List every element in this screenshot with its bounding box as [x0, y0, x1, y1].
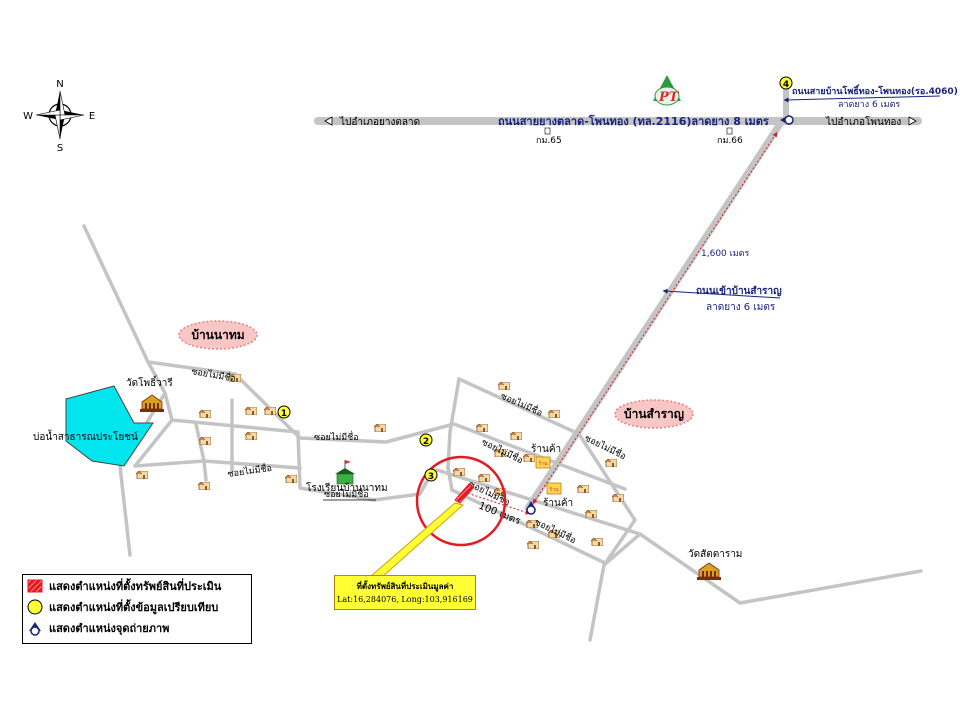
yellow-circle-icon: [27, 599, 43, 614]
legend-item-comparable: แสดงตำแหน่งที่ตั้งข้อมูลเปรียบเทียบ: [23, 596, 251, 617]
comparable-marker-1[interactable]: 1: [277, 405, 291, 419]
compass-n: N: [56, 79, 63, 90]
svg-text:1: 1: [281, 409, 287, 419]
secondary-road-surface: ลาดยาง 6 เมตร: [838, 100, 900, 110]
callout-title: ที่ตั้งทรัพย์สินที่ประเมินมูลค่า: [356, 582, 454, 591]
comparable-markers: 1 2 3 4: [277, 76, 793, 482]
callout-pointer: [368, 502, 465, 578]
pond-label: บ่อน้ำสาธารณประโยชน์: [33, 429, 138, 443]
wat-sat-label: วัดสัตตาราม: [688, 549, 742, 560]
svg-text:PT: PT: [658, 90, 680, 105]
shop-icon-1: ร้าน: [535, 456, 551, 469]
secondary-road-labels: ถนนสายบ้านโพธิ์ทอง-โพนทอง(รอ.4060) ลาดยา…: [783, 84, 958, 110]
comparable-marker-3[interactable]: 3: [424, 468, 438, 482]
distance-line-100: [461, 490, 531, 515]
red-hatch-icon: [27, 579, 43, 592]
soi-label: ซอยไม่มีชื่อ: [583, 431, 629, 462]
soi-label: ซอยไม่มีชื่อ: [328, 445, 373, 458]
comparable-marker-2[interactable]: 2: [419, 433, 433, 447]
km-marker-65: กม.65: [536, 136, 562, 146]
access-road-distance: 1,600 เมตร: [701, 249, 749, 259]
camera-marker-icon: [29, 621, 41, 636]
legend-item-photo: แสดงตำแหน่งจุดถ่ายภาพ: [23, 617, 251, 638]
svg-text:3: 3: [428, 472, 434, 482]
soi-label: ซอยไม่มีชื่อ: [190, 364, 236, 385]
compass-s: S: [57, 143, 63, 154]
company-logo: PT: [653, 75, 681, 106]
compass-w: W: [23, 111, 33, 122]
shop-icon-2: ร้าน: [546, 482, 562, 495]
road-network: [82, 83, 923, 642]
main-road-name: ถนนสายยางตลาด-โพนทอง (ทล.2116)ลาดยาง 8 เ…: [498, 114, 769, 128]
east-destination: ไปอำเภอโพนทอง: [825, 115, 901, 128]
subject-callout: ที่ตั้งทรัพย์สินที่ประเมินมูลค่า Lat:16,…: [334, 575, 476, 610]
legend-text-subject: แสดงตำแหน่งที่ตั้งทรัพย์สินที่ประเมิน: [49, 579, 222, 593]
shop-sign-1: ร้าน: [538, 460, 548, 467]
camera-marker-1[interactable]: [526, 501, 536, 515]
village-nathom-label: บ้านนาทม: [191, 328, 244, 342]
temple-icon-wat-pho: [139, 394, 165, 412]
km-marker-66: กม.66: [717, 136, 743, 146]
west-destination: ไปอำเภอยางตลาด: [339, 116, 420, 128]
subject-property-parcel: [454, 483, 475, 504]
village-nathom: [178, 320, 258, 350]
access-road-labels: ถนนเข้าบ้านสำราญ ลาดยาง 6 เมตร 1,600 เมต…: [662, 249, 782, 313]
svg-text:2: 2: [423, 437, 429, 447]
public-pond: [65, 385, 154, 467]
shop-sign-2: ร้าน: [549, 486, 559, 493]
legend-text-photo: แสดงตำแหน่งจุดถ่ายภาพ: [49, 621, 170, 635]
svg-text:4: 4: [783, 80, 789, 90]
compass-rose: N S E W: [23, 79, 95, 154]
comparable-marker-4[interactable]: 4: [779, 76, 793, 90]
access-road-name: ถนนเข้าบ้านสำราญ: [696, 285, 782, 297]
legend-text-comparable: แสดงตำแหน่งที่ตั้งข้อมูลเปรียบเทียบ: [49, 600, 219, 614]
soi-label: ซอยไม่มีชื่อ: [499, 389, 545, 419]
village-samran-label: บ้านสำราญ: [624, 407, 684, 421]
shop-label-1: ร้านค้า: [531, 443, 561, 455]
school-icon: [335, 460, 355, 485]
distance-line-1600: [532, 131, 778, 505]
map-legend: แสดงตำแหน่งที่ตั้งทรัพย์สินที่ประเมิน แส…: [22, 574, 252, 644]
school-label: โรงเรียนบ้านนาทม: [306, 481, 388, 494]
subject-highlight-circle: [415, 455, 507, 547]
wat-pho-label: วัดโพธิ์วารี: [126, 375, 173, 389]
secondary-road-name: ถนนสายบ้านโพธิ์ทอง-โพนทอง(รอ.4060): [792, 84, 958, 97]
soi-label: ซอยไม่มีชื่อ: [324, 487, 369, 500]
temple-icon-wat-sat: [696, 562, 722, 580]
access-road: [524, 120, 784, 512]
callout-coordinates: Lat:16,284076, Long:103,916169: [337, 595, 473, 604]
soi-label: ซอยไม่มีชื่อ: [314, 430, 359, 443]
compass-e: E: [89, 111, 95, 122]
legend-item-subject: แสดงตำแหน่งที่ตั้งทรัพย์สินที่ประเมิน: [23, 575, 251, 596]
shop-label-2: ร้านค้า: [543, 497, 573, 509]
camera-marker-2[interactable]: [780, 115, 794, 125]
access-road-surface: ลาดยาง 6 เมตร: [706, 302, 776, 313]
main-road-labels: ไปอำเภอยางตลาด ถนนสายยางตลาด-โพนทอง (ทล.…: [324, 114, 917, 146]
